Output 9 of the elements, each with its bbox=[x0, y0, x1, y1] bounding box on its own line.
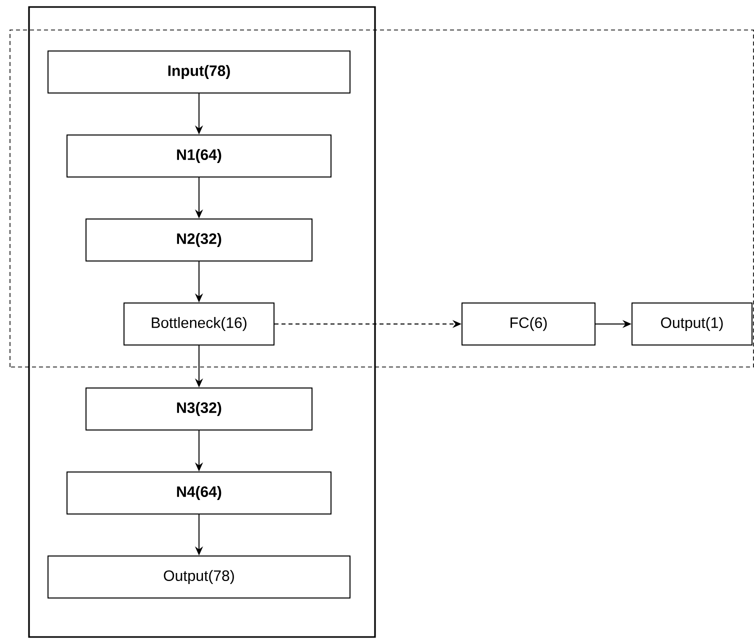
layer-box: Input(78) bbox=[48, 50, 350, 94]
layer-box: N2(32) bbox=[86, 218, 312, 262]
layer-box: N4(64) bbox=[66, 472, 332, 514]
layer-box: FC(6) bbox=[462, 302, 596, 346]
layer-box: Bottleneck(16) bbox=[124, 302, 274, 346]
layer-box: Output(78) bbox=[48, 556, 350, 598]
layer-box: N1(64) bbox=[66, 134, 332, 178]
layer-box: Output(1) bbox=[632, 302, 752, 346]
layer-box: N3(32) bbox=[86, 388, 312, 430]
